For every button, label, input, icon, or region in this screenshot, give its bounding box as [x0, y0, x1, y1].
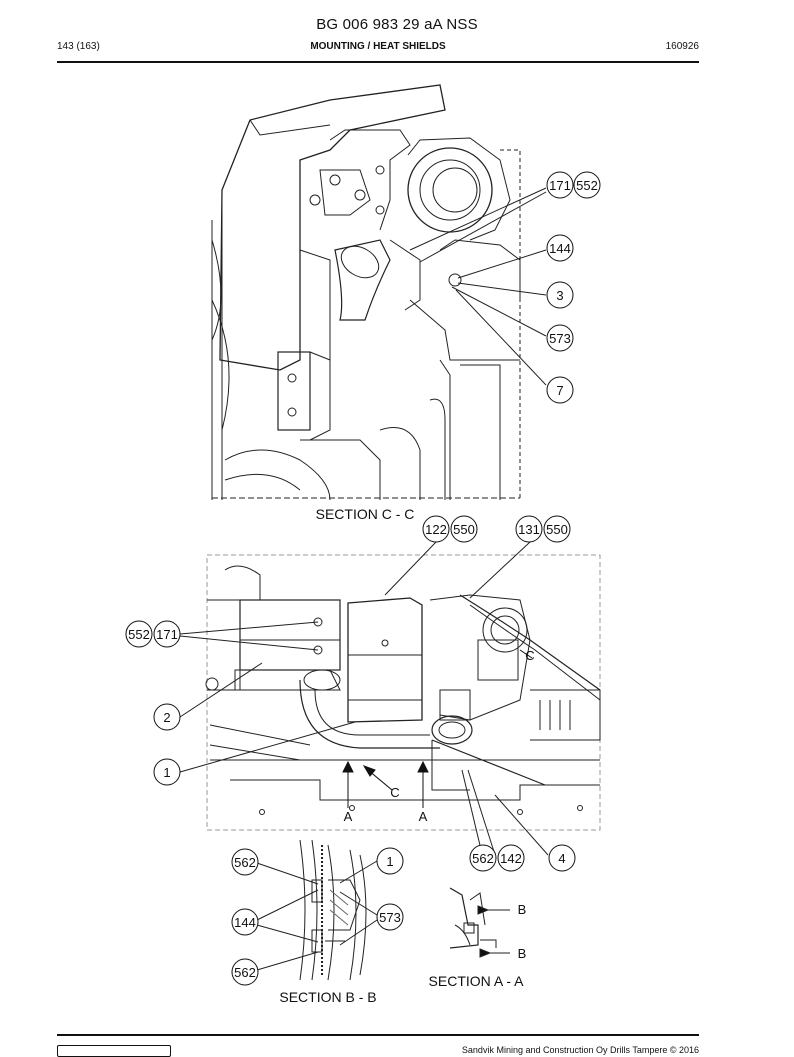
footer-rule: [57, 1034, 699, 1036]
callout-7: 7: [556, 383, 563, 398]
callout-2: 2: [163, 710, 170, 725]
callout-171: 171: [549, 178, 571, 193]
figure-section-b-b: 562 1 144 573 562 SECTION B - B: [231, 839, 404, 1005]
view-mark-c-upper: C: [525, 648, 534, 663]
callout-562: 562: [472, 851, 494, 866]
figure-section-c-c: 171 552 144 3 573 7 SECTION C - C: [211, 84, 601, 522]
callout-171: 171: [156, 627, 178, 642]
callout-562: 562: [234, 855, 256, 870]
callout-3: 3: [556, 288, 563, 303]
copyright-text: Sandvik Mining and Construction Oy Drill…: [461, 1045, 699, 1055]
callout-1: 1: [163, 765, 170, 780]
section-title: MOUNTING / HEAT SHIELDS: [310, 41, 446, 52]
callout-573: 573: [379, 910, 401, 925]
figure-side-view: 122 550 131 550 552 171 2 1 562 142 4 C …: [125, 515, 601, 872]
view-mark-b-lower: B: [518, 946, 527, 961]
date-code: 160926: [665, 41, 699, 52]
callout-142: 142: [500, 851, 522, 866]
view-mark-a-left: A: [344, 809, 353, 824]
page-number: 143 (163): [57, 41, 100, 52]
section-b-b-label: SECTION B - B: [279, 989, 376, 1005]
sandvik-logo: [57, 1045, 171, 1057]
document-code: BG 006 983 29 aA NSS: [316, 16, 478, 33]
callout-131: 131: [518, 522, 540, 537]
callout-144: 144: [234, 915, 256, 930]
section-a-a-label: SECTION A - A: [429, 973, 525, 989]
view-mark-b-upper: B: [518, 902, 527, 917]
view-mark-c-lower: C: [390, 785, 399, 800]
header-row: 143 (163) MOUNTING / HEAT SHIELDS 160926: [57, 41, 699, 55]
callout-1: 1: [386, 854, 393, 869]
callout-122: 122: [425, 522, 447, 537]
callout-573: 573: [549, 331, 571, 346]
view-mark-a-right: A: [419, 809, 428, 824]
callout-144: 144: [549, 241, 571, 256]
figure-section-a-a: B B SECTION A - A: [429, 887, 527, 989]
callout-4: 4: [558, 851, 565, 866]
callout-552: 552: [576, 178, 598, 193]
section-c-c-label: SECTION C - C: [316, 506, 415, 522]
callout-562-b: 562: [234, 965, 256, 980]
callout-550: 550: [453, 522, 475, 537]
callout-552: 552: [128, 627, 150, 642]
header-rule: [57, 61, 699, 63]
callout-550-b: 550: [546, 522, 568, 537]
